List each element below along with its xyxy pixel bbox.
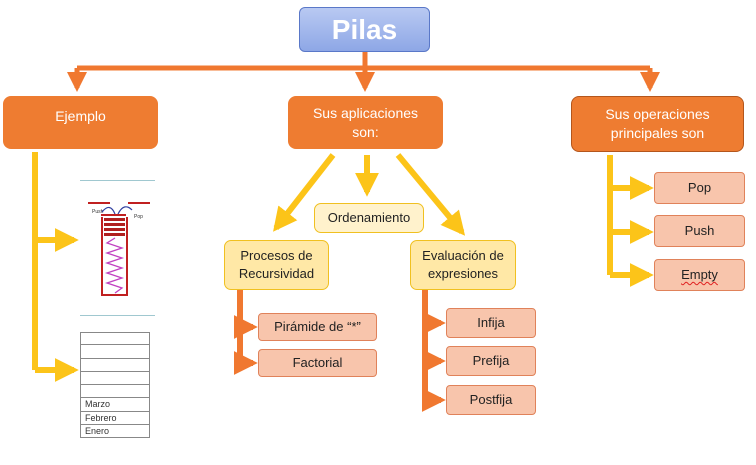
ejemplo-connector: [32, 152, 79, 382]
branch-ejemplo: Ejemplo: [3, 96, 158, 149]
leaf-prefija-label: Prefija: [472, 353, 510, 369]
stack-list-row: Febrero: [80, 411, 150, 426]
leaf-push-label: Push: [684, 223, 715, 239]
leaf-infija-label: Infija: [477, 315, 505, 331]
root-title: Pilas: [331, 13, 398, 45]
branch-aplicaciones-label: Sus aplicaciones son:: [312, 104, 419, 140]
stack-list-row: [80, 345, 150, 359]
evaluacion-connector: [421, 290, 446, 412]
branch-operaciones: Sus operaciones principales son: [571, 96, 744, 152]
leaf-push: Push: [654, 215, 745, 247]
leaf-pop: Pop: [654, 172, 745, 204]
app-recursividad: Procesos de Recursividad: [224, 240, 329, 290]
stack-list-row: [80, 371, 150, 386]
app-ordenamiento: Ordenamiento: [314, 203, 424, 233]
leaf-empty-label: Empty: [681, 267, 718, 283]
stack-list-example: Marzo Febrero Enero: [80, 332, 150, 439]
operaciones-connector: [607, 155, 654, 287]
branch-operaciones-label: Sus operaciones principales son: [605, 106, 710, 141]
recursividad-connector: [233, 290, 258, 375]
leaf-postfija: Postfija: [446, 385, 536, 415]
stack-list-row: [80, 332, 150, 346]
stack-list-row: Marzo: [80, 398, 150, 412]
leaf-pop-label: Pop: [687, 180, 712, 196]
branch-ejemplo-label: Ejemplo: [55, 108, 106, 124]
branch-aplicaciones: Sus aplicaciones son:: [288, 96, 443, 149]
app-ordenamiento-label: Ordenamiento: [327, 210, 411, 226]
leaf-empty: Empty: [654, 259, 745, 291]
app-evaluacion: Evaluación de expresiones: [410, 240, 516, 290]
stack-list-row: Enero: [80, 425, 150, 439]
leaf-postfija-label: Postfija: [469, 392, 513, 408]
leaf-factorial: Factorial: [258, 349, 377, 377]
pop-label: Pop: [134, 214, 143, 220]
stack-list-row: [80, 385, 150, 399]
leaf-piramide-label: Pirámide de “*”: [274, 319, 361, 335]
push-label: Push: [92, 209, 104, 215]
leaf-prefija: Prefija: [446, 346, 536, 376]
app-recursividad-label: Procesos de Recursividad: [238, 248, 315, 281]
stack-spring-figure: Push Pop: [88, 202, 150, 296]
root-connector: [67, 52, 660, 92]
leaf-factorial-label: Factorial: [292, 355, 343, 371]
root-node-pilas: Pilas: [299, 7, 430, 52]
leaf-infija: Infija: [446, 308, 536, 338]
leaf-piramide: Pirámide de “*”: [258, 313, 377, 341]
app-evaluacion-label: Evaluación de expresiones: [422, 248, 504, 281]
stack-list-row: [80, 358, 150, 372]
aplicaciones-connector: [273, 153, 466, 236]
